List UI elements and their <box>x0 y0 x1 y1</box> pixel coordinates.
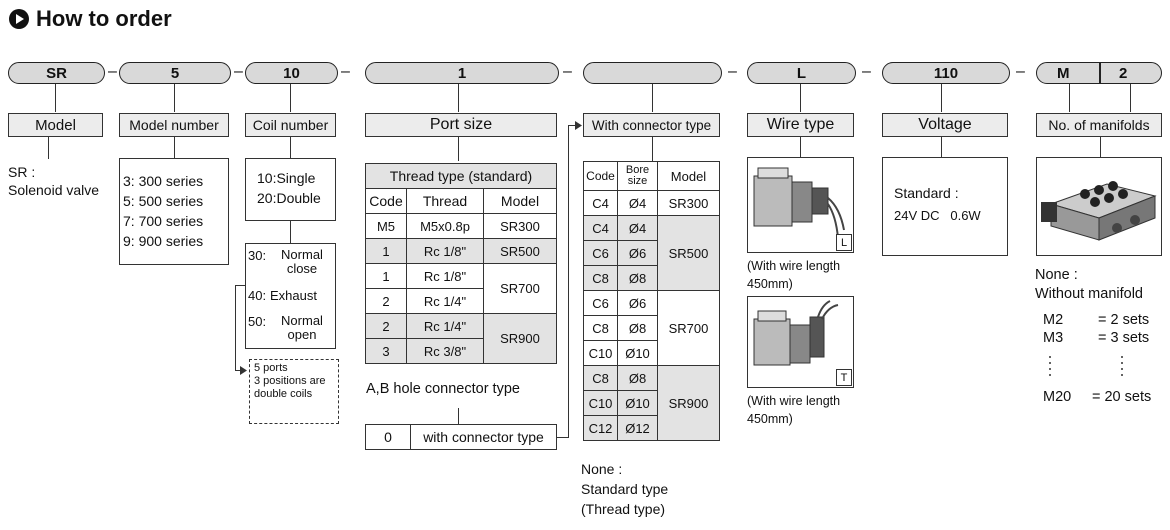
table-row: 2 Rc 1/4" <box>365 288 557 314</box>
wire-tag-t: T <box>836 369 852 386</box>
connector-code-box: 0 with connector type <box>365 424 557 450</box>
model-number-options: 3: 300 series 5: 500 series 7: 700 serie… <box>119 158 229 265</box>
wire-tag-l: L <box>836 234 852 251</box>
table-row: M5 M5x0.8p SR300 <box>365 213 557 239</box>
manifold-option-m2: M2 <box>1043 312 1064 328</box>
wire-type-t-image: T <box>747 296 854 388</box>
code-pill-connector <box>583 62 722 84</box>
label-connector-type: With connector type <box>583 113 720 137</box>
manifold-none: None : Without manifold <box>1035 267 1143 302</box>
coil-options-3pos: 30: Normal close 40: Exhaust 50: Normal … <box>245 243 336 349</box>
coil-options-basic: 10:Single 20:Double <box>245 158 336 221</box>
table-row: C4 Ø4 SR500 <box>583 215 720 291</box>
code-pill-voltage: 110 <box>882 62 1010 84</box>
vertical-ellipsis-icon <box>1121 356 1123 376</box>
manifold-option-m2-value: = 2 sets <box>1098 312 1150 328</box>
table-row: C8 Ø8 SR900 <box>583 365 720 441</box>
connector-none-note: None : Standard type (Thread type) <box>581 461 669 517</box>
table-row: 2 Rc 1/4" SR900 <box>365 313 557 364</box>
arrow-right-icon <box>575 121 582 130</box>
ab-note: A,B hole connector type <box>366 381 520 397</box>
manifold-option-m20-value: = 20 sets <box>1092 389 1152 405</box>
manifold-option-m3: M3 <box>1043 330 1064 346</box>
manifold-illustration <box>1041 181 1157 241</box>
code-pill-wire: L <box>747 62 856 84</box>
table-row: 1 Rc 1/8" SR500 <box>365 238 557 264</box>
coil-note: 5 ports 3 positions are double coils <box>249 359 339 424</box>
title-text: How to order <box>36 6 172 31</box>
wire-caption-t: (With wire length 450mm) <box>747 394 841 426</box>
code-pill-port-size: 1 <box>365 62 559 84</box>
play-circle-icon <box>9 9 29 29</box>
label-port-size: Port size <box>365 113 557 137</box>
table-row: C10 Ø10 <box>583 340 720 366</box>
manifold-option-m20: M20 <box>1043 389 1072 405</box>
page-title: How to order <box>8 6 172 32</box>
label-wire-type: Wire type <box>747 113 854 137</box>
wire-type-l-image: L <box>747 157 854 253</box>
label-model-number: Model number <box>119 113 229 137</box>
voltage-box: Standard : 24V DC 0.6W <box>882 157 1008 256</box>
label-model: Model <box>8 113 103 137</box>
manifold-image <box>1036 157 1162 256</box>
connector-table: Code Bore size Model C4 Ø4 SR300 C4 Ø4 S… <box>583 161 720 441</box>
table-row: C6 Ø6 SR700 <box>583 290 720 366</box>
table-row: C4 Ø4 SR300 <box>583 190 720 216</box>
table-row: 1 Rc 1/8" SR700 <box>365 263 557 314</box>
manifold-option-m3-value: = 3 sets <box>1098 330 1150 346</box>
arrow-right-icon <box>240 366 247 375</box>
vertical-ellipsis-icon <box>1049 356 1051 376</box>
thread-table: Thread type (standard) Code Thread Model… <box>365 163 557 364</box>
code-pill-coil: 10 <box>245 62 338 84</box>
code-pill-model-number: 5 <box>119 62 231 84</box>
table-row: C8 Ø8 <box>583 315 720 341</box>
code-pill-model: SR <box>8 62 105 84</box>
wire-caption-l: (With wire length 450mm) <box>747 259 841 291</box>
label-coil-number: Coil number <box>245 113 336 137</box>
label-manifolds: No. of manifolds <box>1036 113 1162 137</box>
thread-table-caption: Thread type (standard) <box>365 163 557 189</box>
label-voltage: Voltage <box>882 113 1008 137</box>
valve-t-illustration <box>753 300 839 366</box>
model-desc: SR : Solenoid valve <box>8 164 100 198</box>
valve-l-illustration <box>753 167 845 239</box>
